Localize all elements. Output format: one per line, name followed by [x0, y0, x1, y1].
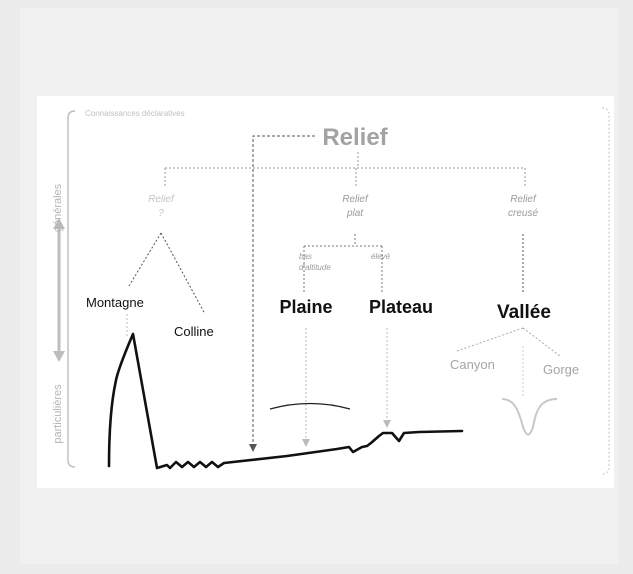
- category-label-line1: Relief: [510, 194, 537, 205]
- leaf-canyon: Canyon: [450, 357, 495, 372]
- category-relief-unknown: Relief ?: [148, 194, 175, 219]
- branch-label-bas: bas: [299, 252, 312, 261]
- branch-label-eleve: élevé: [371, 252, 391, 261]
- gorge-profile: [501, 398, 558, 436]
- leaf-colline: Colline: [174, 324, 214, 339]
- tree-connectors: [126, 152, 561, 447]
- leaf-montagne: Montagne: [86, 295, 144, 310]
- category-label-line2: creusé: [508, 208, 538, 219]
- leaf-gorge: Gorge: [543, 362, 579, 377]
- leaf-vallee: Vallée: [497, 302, 551, 323]
- diagram-canvas: générales particulières Connaissances dé…: [52, 107, 610, 475]
- relief-concept-diagram: générales particulières Connaissances dé…: [37, 96, 614, 488]
- axis-label-particulieres: particulières: [52, 384, 64, 444]
- leaf-plateau: Plateau: [369, 297, 433, 317]
- category-label-line2: plat: [346, 208, 364, 219]
- leaf-plaine: Plaine: [279, 297, 332, 317]
- section-label: Connaissances déclaratives: [85, 109, 185, 118]
- landform-profile-line: [107, 332, 464, 470]
- relief-to-profile-arrow: [249, 135, 315, 452]
- axis-label-generales: générales: [52, 183, 64, 232]
- vertical-axis: [53, 218, 65, 362]
- plain-arc: [269, 402, 351, 410]
- root-relief-label: Relief: [322, 124, 388, 151]
- category-relief-creuse: Relief creusé: [508, 194, 538, 219]
- category-label-line1: Relief: [342, 194, 369, 205]
- branch-label-altitude: d'altitude: [299, 263, 331, 272]
- category-label-line2: ?: [158, 208, 164, 219]
- category-relief-plat: Relief plat: [342, 194, 369, 219]
- left-bracket: [67, 110, 76, 468]
- category-label-line1: Relief: [148, 194, 175, 205]
- right-bracket: [601, 107, 610, 475]
